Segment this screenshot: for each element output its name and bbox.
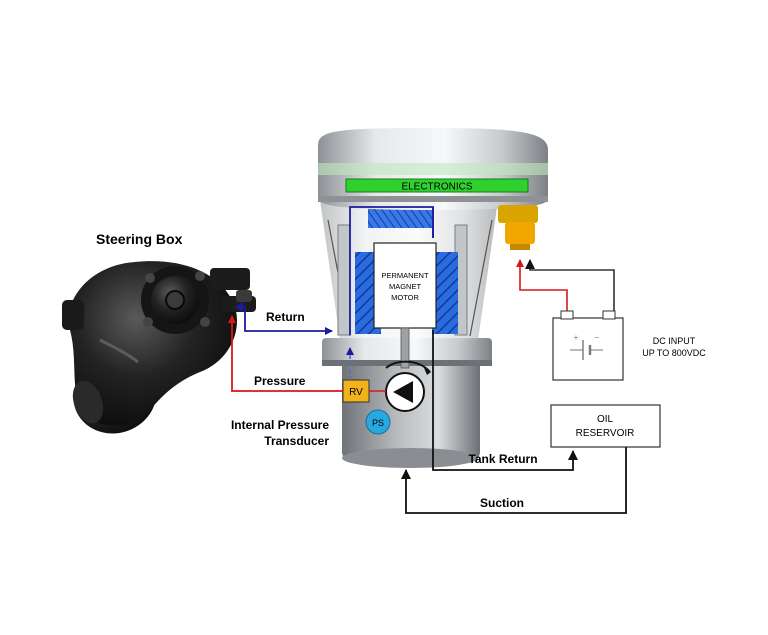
tank-return-label: Tank Return [468, 452, 537, 466]
suction-label: Suction [480, 496, 524, 510]
battery-plus-label: + [574, 333, 579, 342]
steering-box-image [62, 261, 256, 434]
oil-reservoir-label-line1: OIL [597, 414, 614, 425]
electronics-label: ELECTRONICS [401, 182, 472, 193]
dc-negative-wire [525, 259, 615, 318]
return-arrow-in [235, 302, 243, 312]
connector-icon [498, 205, 538, 223]
pressure-sensor-circle [365, 409, 391, 435]
ps-label: PS [372, 418, 384, 428]
suction-line [401, 447, 627, 514]
motor-label-line3: MOTOR [391, 293, 419, 302]
internal-pressure-label-line2: Transducer [264, 434, 329, 448]
oil-reservoir-label-line2: RESERVOIR [576, 428, 635, 439]
rv-label: RV [349, 387, 363, 398]
dc-positive-wire [516, 259, 568, 318]
pressure-line [228, 315, 343, 392]
motor-label-line1: PERMANENT [381, 271, 429, 280]
internal-pressure-label-line1: Internal Pressure [231, 418, 329, 432]
return-label: Return [266, 310, 305, 324]
tank-return-line [432, 330, 578, 471]
dc-input-label-line1: DC INPUT [653, 336, 696, 346]
pressure-label: Pressure [254, 374, 306, 388]
dc-input-label-line2: UP TO 800VDC [642, 348, 706, 358]
battery-icon [552, 310, 624, 381]
pump-symbol-icon [385, 360, 431, 412]
oil-reservoir-box [550, 404, 661, 448]
battery-minus-label: − [595, 333, 600, 342]
motor-shaft [400, 327, 410, 369]
electronics-bar [345, 178, 529, 193]
motor-label-line2: MAGNET [389, 282, 422, 291]
steering-box-label: Steering Box [96, 231, 183, 247]
